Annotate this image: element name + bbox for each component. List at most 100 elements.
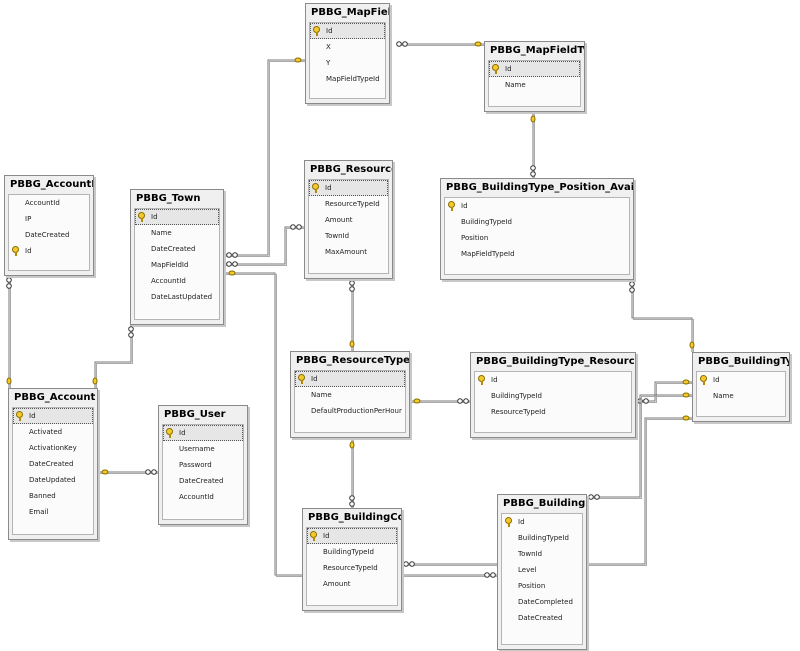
column-row[interactable]: Banned: [13, 488, 93, 504]
column-row[interactable]: DateCreated: [163, 473, 243, 489]
column-row[interactable]: Id: [163, 425, 243, 441]
column-row[interactable]: DateCompleted: [502, 594, 582, 610]
column-row[interactable]: ActivationKey: [13, 440, 93, 456]
column-row[interactable]: DateCreated: [502, 610, 582, 626]
column-name: DateCreated: [25, 231, 70, 239]
table-mapfieldtype[interactable]: PBBG_MapFieldTypeIdName: [484, 41, 585, 112]
relationship-line-shadow: [633, 281, 694, 354]
column-row[interactable]: X: [310, 39, 385, 55]
table-title[interactable]: PBBG_Town: [136, 193, 201, 204]
column-row[interactable]: Name: [489, 77, 580, 93]
one-end-key-icon: [413, 398, 421, 404]
column-row[interactable]: Username: [163, 441, 243, 457]
column-row[interactable]: Amount: [307, 576, 397, 592]
table-title[interactable]: PBBG_Building: [503, 498, 586, 509]
table-title[interactable]: PBBG_ResourceType: [296, 355, 409, 366]
table-title[interactable]: PBBG_BuildingType_Position_Availability: [446, 182, 633, 193]
column-row[interactable]: Id: [445, 198, 629, 214]
column-row[interactable]: DateCreated: [9, 227, 89, 243]
column-row[interactable]: IP: [9, 211, 89, 227]
column-row[interactable]: Id: [502, 514, 582, 530]
column-row[interactable]: Position: [502, 578, 582, 594]
column-row[interactable]: MapFieldTypeId: [310, 71, 385, 87]
column-row[interactable]: DateCreated: [135, 241, 219, 257]
many-end-icon: [6, 277, 12, 289]
table-btrt[interactable]: PBBG_BuildingType_ResourceTypeIdBuilding…: [470, 352, 636, 438]
column-row[interactable]: Email: [13, 504, 93, 520]
column-row[interactable]: Name: [135, 225, 219, 241]
column-row[interactable]: DateCreated: [13, 456, 93, 472]
column-name: BuildingTypeId: [491, 392, 542, 400]
table-title[interactable]: PBBG_MapField: [311, 7, 389, 18]
column-name: MapFieldTypeId: [326, 75, 380, 83]
relationship-line[interactable]: [636, 381, 692, 402]
column-row[interactable]: MaxAmount: [309, 244, 388, 260]
column-row[interactable]: Amount: [309, 212, 388, 228]
table-buildingtype[interactable]: PBBG_BuildingTypeIdName: [692, 352, 790, 422]
column-row[interactable]: BuildingTypeId: [475, 388, 631, 404]
relationship-line[interactable]: [224, 59, 305, 256]
column-row[interactable]: AccountId: [163, 489, 243, 505]
column-row[interactable]: Id: [135, 209, 219, 225]
table-buildingcost[interactable]: PBBG_BuildingCostIdBuildingTypeIdResourc…: [302, 508, 402, 611]
column-row[interactable]: TownId: [309, 228, 388, 244]
column-row[interactable]: AccountId: [135, 273, 219, 289]
column-row[interactable]: Id: [489, 61, 580, 77]
column-row[interactable]: Name: [295, 387, 405, 403]
table-title[interactable]: PBBG_Resource: [310, 164, 392, 175]
column-name: Name: [505, 81, 526, 89]
primary-key-icon: [700, 375, 709, 385]
column-row[interactable]: MapFieldId: [135, 257, 219, 273]
relationship-line[interactable]: [587, 394, 692, 498]
column-row[interactable]: DefaultProductionPerHour: [295, 403, 405, 419]
column-row[interactable]: Id: [310, 23, 385, 39]
column-row[interactable]: Y: [310, 55, 385, 71]
column-row[interactable]: Id: [309, 180, 388, 196]
column-row[interactable]: Id: [697, 372, 785, 388]
relationship-line[interactable]: [631, 280, 693, 352]
column-row[interactable]: Id: [13, 408, 93, 424]
column-name: ResourceTypeId: [325, 200, 380, 208]
column-row[interactable]: Id: [9, 243, 89, 259]
many-end-icon: [629, 281, 635, 293]
column-row[interactable]: DateUpdated: [13, 472, 93, 488]
table-title[interactable]: PBBG_MapFieldType: [490, 45, 584, 56]
column-row[interactable]: ResourceTypeId: [307, 560, 397, 576]
column-name: Activated: [29, 428, 63, 436]
column-row[interactable]: Id: [307, 528, 397, 544]
table-title[interactable]: PBBG_AccountIP: [10, 179, 93, 190]
column-row[interactable]: TownId: [502, 546, 582, 562]
column-row[interactable]: Name: [697, 388, 785, 404]
table-mapfield[interactable]: PBBG_MapFieldIdXY MapFieldTypeId: [305, 3, 390, 104]
column-row[interactable]: MapFieldTypeId: [445, 246, 629, 262]
column-row[interactable]: DateLastUpdated: [135, 289, 219, 305]
column-name: MapFieldId: [151, 261, 189, 269]
table-title[interactable]: PBBG_BuildingType_ResourceType: [476, 356, 635, 367]
table-title[interactable]: PBBG_BuildingCost: [308, 512, 401, 523]
column-row[interactable]: Password: [163, 457, 243, 473]
column-row[interactable]: Id: [295, 371, 405, 387]
table-title[interactable]: PBBG_BuildingType: [698, 356, 789, 367]
relationship-line[interactable]: [224, 226, 304, 265]
column-row[interactable]: Id: [475, 372, 631, 388]
table-title[interactable]: PBBG_Account: [14, 392, 96, 403]
column-row[interactable]: BuildingTypeId: [307, 544, 397, 560]
column-row[interactable]: Level: [502, 562, 582, 578]
column-row[interactable]: Activated: [13, 424, 93, 440]
column-row[interactable]: Position: [445, 230, 629, 246]
column-row[interactable]: ResourceTypeId: [309, 196, 388, 212]
column-row[interactable]: BuildingTypeId: [445, 214, 629, 230]
column-row[interactable]: AccountId: [9, 195, 89, 211]
table-title[interactable]: PBBG_User: [164, 409, 226, 420]
relationship-line[interactable]: [94, 325, 132, 388]
column-row[interactable]: BuildingTypeId: [502, 530, 582, 546]
column-row[interactable]: ResourceTypeId: [475, 404, 631, 420]
table-btpa[interactable]: PBBG_BuildingType_Position_AvailabilityI…: [440, 178, 634, 280]
